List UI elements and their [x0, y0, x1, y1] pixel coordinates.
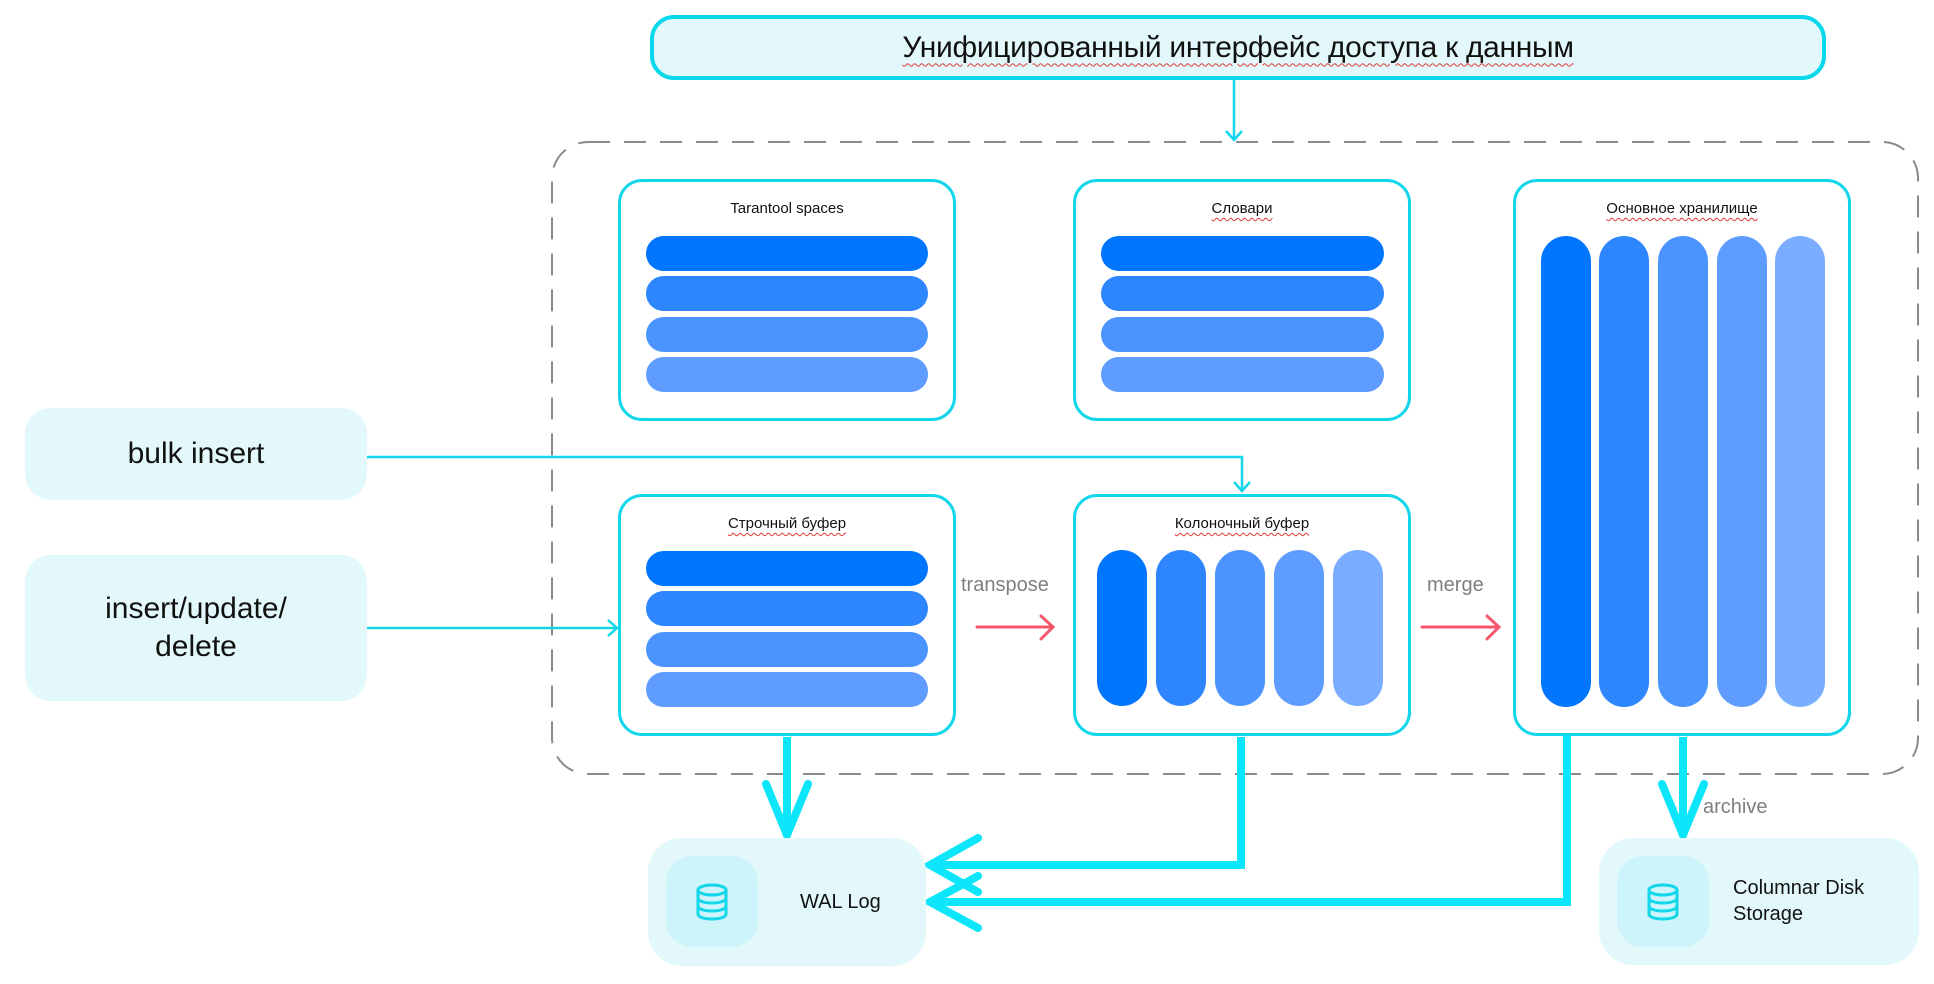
archive-label: archive: [1703, 796, 1768, 818]
column-buffer-title: Колоночный буфер: [1174, 515, 1310, 532]
columnar-label: Columnar Disk Storage: [1733, 875, 1864, 927]
row-bar: [1101, 317, 1384, 352]
column-bar: [1215, 550, 1265, 706]
row-bar: [646, 357, 928, 392]
unified-data-access-interface: Унифицированный интерфейс доступа к данн…: [650, 15, 1826, 80]
column-bar: [1333, 550, 1383, 706]
row-bar: [1101, 236, 1384, 271]
dml-label-line-1: insert/update/: [105, 592, 287, 625]
column-bar: [1156, 550, 1206, 706]
column-bar: [1658, 236, 1708, 707]
merge-label: merge: [1427, 574, 1484, 596]
row-bar: [646, 632, 928, 667]
column-bar: [1717, 236, 1767, 707]
row-bar: [1101, 357, 1384, 392]
column-bar: [1775, 236, 1825, 707]
columnar-icon-tile: [1617, 856, 1709, 947]
row-bar: [646, 672, 928, 707]
column-buffer-panel: Колоночный буфер: [1073, 494, 1411, 736]
dictionaries-title: Словари: [1211, 200, 1273, 217]
row-bar: [646, 591, 928, 626]
wal-log-label: WAL Log: [800, 891, 881, 913]
row-bar: [646, 236, 928, 271]
engine-container-dashed: [551, 141, 1919, 775]
tarantool-spaces-title: Tarantool spaces: [730, 200, 844, 217]
column-bar: [1097, 550, 1147, 706]
row-bar: [646, 317, 928, 352]
interface-title: Унифицированный интерфейс доступа к данн…: [902, 30, 1574, 64]
column-buffer-to-wal-arrow: [921, 737, 1245, 896]
row-buffer-title: Строчный буфер: [727, 515, 847, 532]
transpose-label: transpose: [961, 574, 1049, 596]
dml-source: insert/update/ delete: [25, 555, 367, 701]
row-buffer-to-wal-arrow: [762, 737, 812, 846]
bulk-insert-label: bulk insert: [127, 437, 265, 470]
row-bar: [1101, 276, 1384, 311]
merge-arrow: [1420, 614, 1502, 641]
column-bar: [1599, 236, 1649, 707]
columnar-label-line-1: Columnar Disk: [1733, 877, 1865, 899]
columnar-disk-storage: Columnar Disk Storage: [1599, 838, 1919, 965]
main-storage-panel: Основное хранилище: [1513, 179, 1851, 736]
dml-connector: [367, 619, 619, 637]
bulk-insert-connector: [367, 455, 1251, 493]
row-bar: [646, 276, 928, 311]
database-icon: [696, 883, 728, 921]
columnar-label-line-2: Storage: [1733, 903, 1804, 925]
main-storage-title: Основное хранилище: [1606, 200, 1758, 217]
tarantool-spaces-panel: Tarantool spaces: [618, 179, 956, 421]
row-buffer-panel: Строчный буфер: [618, 494, 956, 736]
transpose-arrow: [975, 614, 1056, 641]
wal-icon-tile: [666, 856, 758, 947]
dictionaries-panel: Словари: [1073, 179, 1411, 421]
column-bar: [1541, 236, 1591, 707]
wal-log-store: WAL Log: [648, 838, 926, 966]
row-bar: [646, 551, 928, 586]
column-bar: [1274, 550, 1324, 706]
bulk-insert-source: bulk insert: [25, 408, 367, 500]
main-storage-to-wal-arrow: [921, 735, 1571, 932]
dml-label-line-2: delete: [155, 630, 237, 663]
interface-arrow: [1225, 80, 1243, 142]
database-icon: [1647, 883, 1679, 921]
archive-arrow: [1658, 737, 1708, 846]
